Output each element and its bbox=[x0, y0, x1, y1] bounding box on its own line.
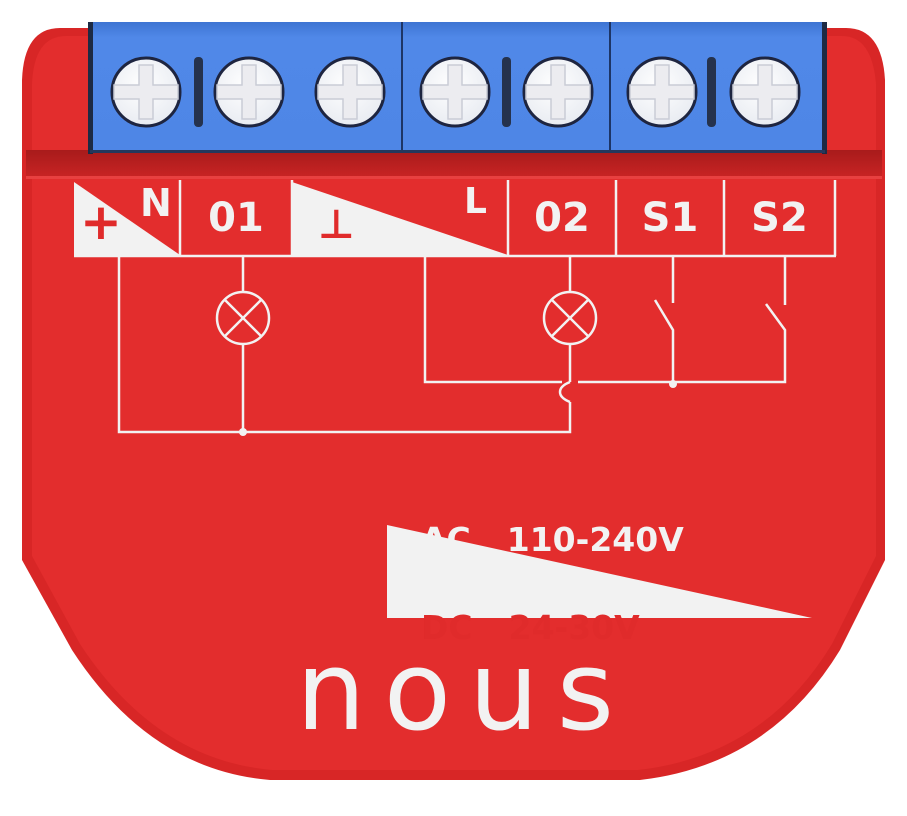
ac-value: 110-240V bbox=[506, 520, 684, 559]
terminal-separator bbox=[502, 57, 511, 127]
label-s2: S2 bbox=[751, 195, 808, 241]
screw-icon bbox=[213, 56, 285, 128]
terminal-blocks bbox=[88, 22, 827, 154]
label-o2: 02 bbox=[534, 195, 590, 241]
dc-value: 24-30V bbox=[508, 608, 640, 647]
terminal-separator bbox=[194, 57, 203, 127]
screw-icon bbox=[626, 56, 698, 128]
brand-logo: nous bbox=[296, 627, 633, 755]
screw-icon bbox=[522, 56, 594, 128]
junction-dot bbox=[669, 380, 677, 388]
label-s1: S1 bbox=[641, 195, 699, 241]
dc-label: DC bbox=[420, 608, 473, 647]
screw-icon bbox=[314, 56, 386, 128]
terminal-separator bbox=[707, 57, 716, 127]
screw-icon bbox=[729, 56, 801, 128]
screw-icon bbox=[110, 56, 182, 128]
screws bbox=[110, 56, 801, 128]
voltage-wedge bbox=[387, 525, 812, 618]
label-n: N bbox=[140, 181, 172, 225]
label-o1: 01 bbox=[208, 195, 264, 241]
ground-icon: ⊥ bbox=[318, 202, 355, 248]
ac-rating: AC 110-240V bbox=[398, 490, 684, 556]
ac-label: AC bbox=[420, 520, 471, 559]
wiring-diagram bbox=[117, 256, 787, 434]
terminal-label-row bbox=[74, 180, 837, 258]
dc-rating: DC 24-30V bbox=[398, 578, 640, 644]
lamp-icon bbox=[542, 290, 598, 346]
label-l: L bbox=[464, 181, 487, 222]
screw-icon bbox=[419, 56, 491, 128]
label-plus: + bbox=[80, 193, 122, 251]
lamp-icon bbox=[215, 290, 271, 346]
junction-dot bbox=[239, 428, 247, 436]
